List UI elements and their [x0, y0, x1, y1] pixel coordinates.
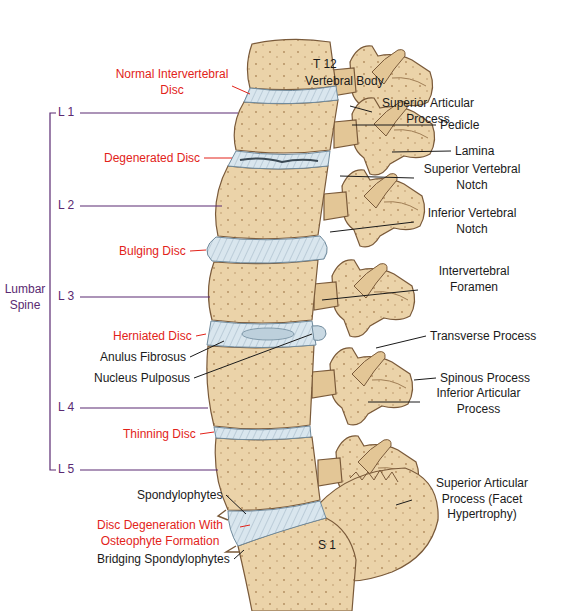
level-label: L 1: [58, 105, 74, 121]
condition-label: Normal Intervertebral Disc: [112, 67, 232, 98]
level-label: L 5: [58, 462, 74, 478]
part-label: Transverse Process: [430, 329, 536, 345]
part-label: Inferior Vertebral Notch: [417, 206, 527, 237]
level-label: S 1: [318, 538, 336, 554]
part-label: Nucleus Pulposus: [94, 371, 190, 387]
level-label: L 4: [58, 400, 74, 416]
condition-label: Bulging Disc: [119, 244, 186, 260]
part-label: Lamina: [455, 144, 494, 160]
part-label: Intervertebral Foramen: [419, 264, 529, 295]
condition-label: Degenerated Disc: [104, 151, 200, 167]
part-label: Vertebral Body: [305, 74, 384, 90]
part-label: Superior Vertebral Notch: [417, 162, 527, 193]
condition-label: Disc Degeneration With Osteophyte Format…: [85, 518, 235, 549]
part-label: Anulus Fibrosus: [100, 350, 186, 366]
part-label: Spondylophytes: [137, 488, 222, 504]
level-label: T 12: [313, 57, 337, 73]
part-label: Superior Articular Process (Facet Hypert…: [416, 476, 548, 523]
part-label: Spinous Process: [440, 371, 530, 387]
part-label: Bridging Spondylophytes: [97, 552, 230, 568]
level-label: L 3: [58, 289, 74, 305]
level-label: L 2: [58, 198, 74, 214]
condition-label: Thinning Disc: [123, 427, 196, 443]
region-label: Lumbar Spine: [3, 282, 47, 313]
part-label: Inferior Articular Process: [421, 386, 536, 417]
part-label: Pedicle: [440, 118, 479, 134]
condition-label: Herniated Disc: [113, 329, 192, 345]
